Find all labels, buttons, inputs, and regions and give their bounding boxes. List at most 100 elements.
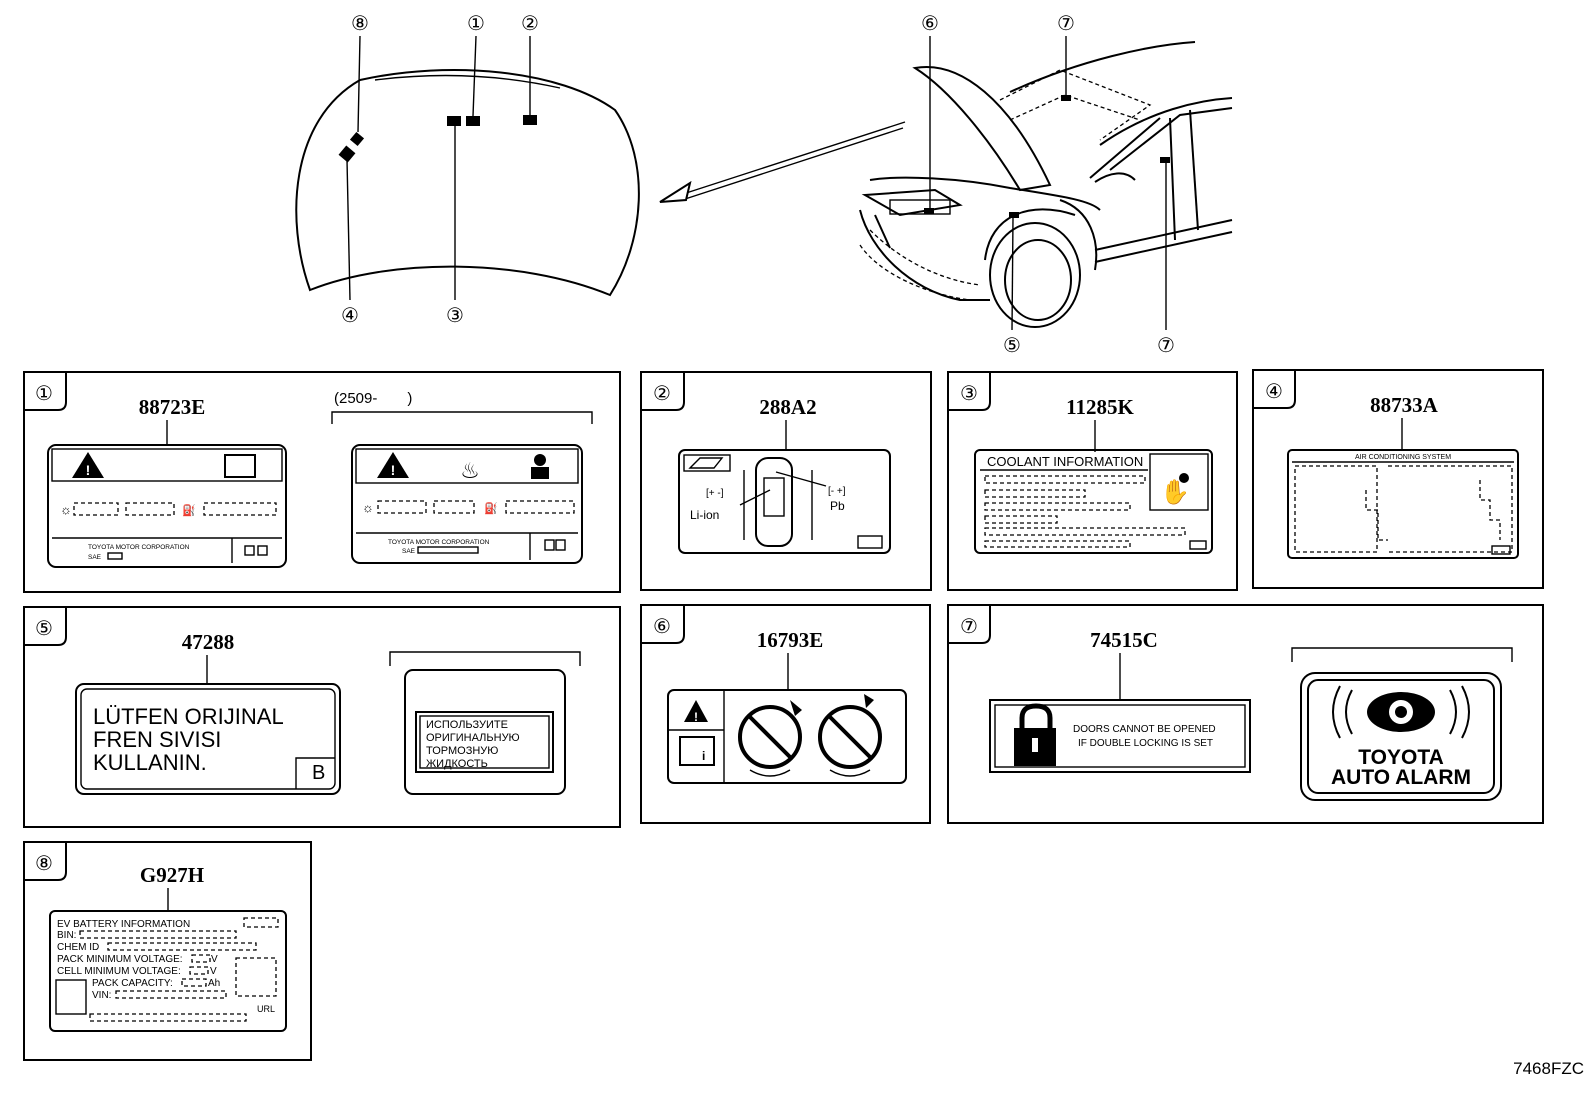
alarm-siren-icon [1332,685,1470,739]
drawing-code: 7468FZC [1513,1059,1584,1078]
panel-2: ② 288A2 [+ -] Li-ion [- +] Pb [640,371,932,591]
panel-1-corp-text: TOYOTA MOTOR CORPORATION [88,544,190,551]
panel-1-sae-b: SAE [402,548,416,555]
callout-hood-2: ② [521,11,539,35]
panel-2-number: ② [653,381,671,405]
car-illustration [859,36,1233,331]
panel-3-part-number: 11285K [1066,395,1134,419]
label-88723E-b: ! ♨ ☼ ⛽ TOYOTA MOTOR CORPORATION SAE [351,444,583,564]
callout-car-5: ⑤ [1003,333,1021,357]
panel-8-line7: VIN: [92,990,111,1001]
panel-5-ru-line4: ЖИДКОСТЬ [426,758,488,770]
panel-4-heading: AIR CONDITIONING SYSTEM [1355,454,1451,461]
panel-5-tr-line1: LÜTFEN ORIJINAL [93,704,284,729]
panel-1-corp-text-b: TOYOTA MOTOR CORPORATION [388,539,490,546]
label-74515C-alarm: TOYOTA AUTO ALARM [1300,672,1502,801]
label-marker-4 [338,145,356,163]
panel-8-url: URL [257,1004,275,1014]
panel-8-line4-unit: V [211,954,218,965]
label-11285K: COOLANT INFORMATION ✋ [974,449,1213,554]
panel-1-sae: SAE [88,554,102,561]
label-marker-3 [447,116,461,126]
label-16793E: ! i [667,689,907,784]
battery-icon-pb: [- +] [828,486,846,497]
car-marker-7-side [1160,157,1170,163]
panel-2-pb: Pb [830,499,845,513]
panel-1-part-number: 88723E [139,395,206,419]
no-hand-icon-1 [738,700,802,777]
panel-5-ru-line3: ТОРМОЗНУЮ [426,745,498,757]
person-reading-icon [1179,473,1189,483]
panel-5-tr-line3: KULLANIN. [93,750,207,775]
panel-8-line4: PACK MINIMUM VOLTAGE: [57,954,183,965]
label-288A2: [+ -] Li-ion [- +] Pb [678,449,891,554]
panel-8: ⑧ G927H EV BATTERY INFORMATION BIN: CHEM… [23,841,312,1061]
label-marker-1 [466,116,480,126]
sun-icon-b: ☼ [362,500,374,515]
panel-7: ⑦ 74515C DOORS CANNOT BE OPENED IF DOUBL… [947,604,1544,824]
direction-arrow [659,121,906,203]
label-74515C-door: DOORS CANNOT BE OPENED IF DOUBLE LOCKING… [989,699,1251,773]
label-G927H: EV BATTERY INFORMATION BIN: CHEM ID PACK… [49,910,287,1032]
warning-icon [684,700,708,722]
callout-hood-8: ⑧ [351,11,369,35]
panel-8-line6: PACK CAPACITY: [92,978,173,989]
panel-8-number: ⑧ [35,851,53,875]
panel-7-door-line2: IF DOUBLE LOCKING IS SET [1078,738,1213,749]
label-marker-2 [523,115,537,125]
panel-8-line5: CELL MINIMUM VOLTAGE: [57,966,181,977]
panel-7-number: ⑦ [960,614,978,638]
label-88733A: AIR CONDITIONING SYSTEM [1287,449,1519,559]
manual-book-icon [679,736,715,766]
panel-7-part-number: 74515C [1090,628,1158,652]
panel-2-liion: Li-ion [690,508,719,522]
panel-6-part-number: 16793E [757,628,824,652]
panel-1-number: ① [35,381,53,405]
panel-8-part-number: G927H [140,863,204,887]
label-47288-tr: LÜTFEN ORIJINAL FREN SIVISI KULLANIN. B [75,683,341,795]
panel-7-alarm-line1: TOYOTA [1358,746,1444,769]
car-marker-7-top [1061,95,1071,101]
car-marker-6 [924,208,934,214]
panel-5-part-number: 47288 [182,630,235,654]
panel-3-number: ③ [960,381,978,405]
panel-5-ru-line1: ИСПОЛЬЗУИТЕ [426,719,508,731]
sun-icon: ☼ [60,502,72,517]
panel-8-line3: CHEM ID [57,942,99,953]
flame-icon: ♨ [460,458,480,483]
person-icon [534,454,546,466]
hood-illustration [295,35,640,301]
callout-hood-3: ③ [446,303,464,327]
panel-4: ④ 88733A AIR CONDITIONING SYSTEM [1252,369,1544,589]
panel-6: ⑥ 16793E ! i [640,604,931,824]
callout-car-7-bottom: ⑦ [1157,333,1175,357]
battery-icon-liion: [+ -] [706,488,724,499]
oil-can-icon-b: ⛽ [484,502,498,515]
no-hand-icon-2 [818,694,882,777]
callout-hood-4: ④ [341,303,359,327]
svg-text:!: ! [86,462,91,478]
callout-car-7-top: ⑦ [1057,11,1075,35]
panel-6-number: ⑥ [653,614,671,638]
panel-5-tr-line2: FREN SIVISI [93,727,221,752]
callout-hood-1: ① [467,11,485,35]
label-88723E-a: ! ☼ ⛽ TOYOTA MOTOR CORPORATION SAE [47,444,287,568]
oil-can-icon: ⛽ [182,504,196,517]
panel-3-heading: COOLANT INFORMATION [987,454,1143,469]
car-marker-5 [1009,212,1019,218]
panel-3: ③ 11285K COOLANT INFORMATION ✋ [947,371,1238,591]
panel-8-line1: EV BATTERY INFORMATION [57,919,190,930]
svg-text:!: ! [694,710,698,724]
panel-1: ① 88723E (2509- ) ! ☼ ⛽ TOYOTA MOTOR COR… [23,371,621,593]
padlock-icon [1014,703,1056,766]
label-marker-8 [349,131,365,147]
panel-4-part-number: 88733A [1370,393,1439,417]
panel-5: ⑤ 47288 LÜTFEN ORIJINAL FREN SIVISI KULL… [23,606,621,828]
panel-1-date-range: (2509- ) [334,390,412,407]
panel-8-line5-unit: V [210,966,217,977]
panel-4-number: ④ [1265,379,1283,403]
panel-2-part-number: 288A2 [759,395,816,419]
panel-5-number: ⑤ [35,616,53,640]
